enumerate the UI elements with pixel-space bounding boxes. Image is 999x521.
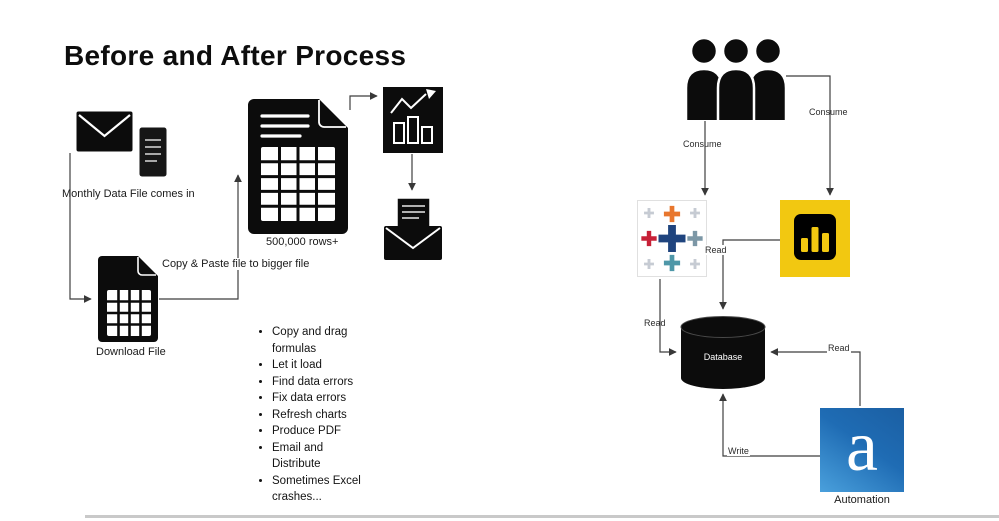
task-item: Find data errors <box>272 374 371 391</box>
chart-icon <box>383 87 443 153</box>
read-label-automation: Read <box>827 343 851 353</box>
automation-label: Automation <box>834 494 890 506</box>
spreadsheet-file-icon <box>248 99 348 234</box>
database-label: Database <box>703 352 743 362</box>
person-right <box>748 36 788 120</box>
monthly-file-label: Monthly Data File comes in <box>62 188 195 200</box>
arrow-bigfile-to-chart <box>349 92 378 110</box>
automation-logo: a <box>820 408 904 492</box>
task-list: Copy and drag formulas Let it load Find … <box>256 324 371 506</box>
read-label-tableau: Read <box>644 318 666 328</box>
person-left <box>684 36 724 120</box>
read-label-powerbi: Read <box>704 245 728 255</box>
task-item: Let it load <box>272 357 371 374</box>
consume-label-tableau: Consume <box>683 139 722 149</box>
rows-count-label: 500,000 rows+ <box>266 236 339 248</box>
bottom-divider <box>85 515 999 518</box>
arrow-envelope-to-download <box>69 153 92 303</box>
database-icon <box>680 316 766 389</box>
task-item: Sometimes Excel crashes... <box>272 473 371 506</box>
automation-letter: a <box>846 406 878 486</box>
people-icon <box>684 36 788 120</box>
arrow-tableau-to-database <box>659 279 677 356</box>
task-item: Produce PDF <box>272 423 371 440</box>
task-item: Email and Distribute <box>272 440 371 473</box>
arrow-download-to-bigfile <box>159 174 242 300</box>
page-title: Before and After Process <box>64 40 407 71</box>
task-item: Refresh charts <box>272 407 371 424</box>
task-item: Fix data errors <box>272 390 371 407</box>
powerbi-logo <box>780 200 850 277</box>
tableau-logo <box>637 200 707 277</box>
person-middle <box>716 36 756 120</box>
copy-paste-label: Copy & Paste file to bigger file <box>161 258 311 270</box>
arrow-powerbi-to-database <box>719 239 780 310</box>
arrow-people-to-powerbi <box>786 75 834 196</box>
write-label-automation: Write <box>727 446 750 456</box>
envelope-icon <box>76 111 133 152</box>
mail-letter-icon <box>384 197 442 260</box>
consume-label-powerbi: Consume <box>809 107 848 117</box>
download-file-label: Download File <box>96 346 166 358</box>
arrow-automation-write-database <box>719 393 820 457</box>
document-icon <box>139 127 167 177</box>
task-item: Copy and drag formulas <box>272 324 371 357</box>
download-file-icon <box>98 256 158 342</box>
arrow-automation-read-database <box>770 348 861 406</box>
